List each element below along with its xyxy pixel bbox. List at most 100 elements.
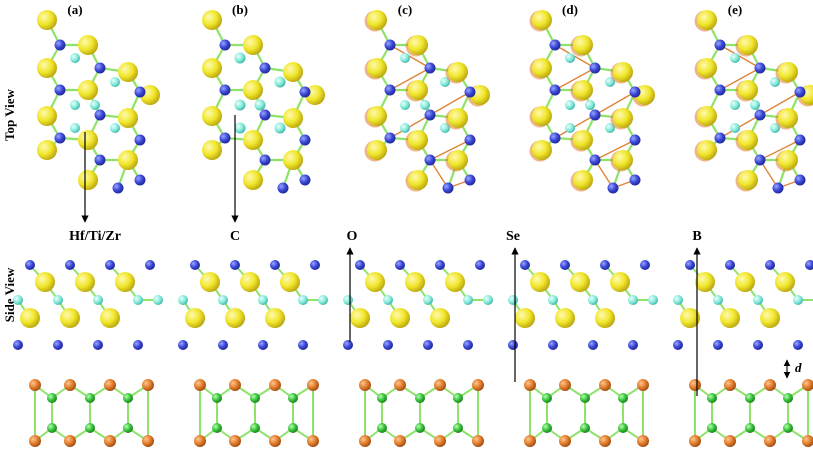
dopant-atom (343, 340, 353, 350)
substrate-orange-atom (142, 435, 154, 447)
metal-atom (78, 80, 98, 100)
metal-atom (448, 108, 468, 128)
carbon-atom (730, 123, 740, 133)
metal-atom (200, 272, 220, 292)
substrate-green-atom (212, 423, 222, 433)
dopant-atom (423, 340, 433, 350)
dopant-atom (105, 260, 115, 270)
metal-atom (573, 80, 593, 100)
dopant-atom (219, 84, 231, 96)
substrate-green-atom (123, 393, 133, 403)
metal-atom (78, 130, 98, 150)
dopant-atom (754, 62, 766, 74)
metal-atom (610, 272, 630, 292)
metal-atom (365, 272, 385, 292)
dopant-atom (435, 260, 445, 270)
metal-atom (75, 272, 95, 292)
metal-atom (37, 106, 57, 126)
carbon-atom (588, 295, 598, 305)
carbon-atom (318, 295, 328, 305)
row-label-top-view: Top View (2, 88, 17, 141)
carbon-atom (548, 295, 558, 305)
carbon-atom (234, 99, 246, 111)
substrate-green-atom (453, 423, 463, 433)
bond (429, 91, 471, 116)
metal-atom (408, 130, 428, 150)
carbon-atom (13, 295, 23, 305)
metal-atom (532, 140, 552, 160)
dopant-atom (270, 260, 280, 270)
dopant-atom (794, 86, 806, 98)
dopant-atom (54, 132, 66, 144)
dopant-atom (133, 340, 143, 350)
substrate-green-atom (47, 423, 57, 433)
metal-atom (243, 35, 263, 55)
dopant-atom (219, 132, 231, 144)
carbon-atom (713, 295, 723, 305)
metal-atom (283, 108, 303, 128)
dopant-atom (383, 340, 393, 350)
metal-atom (778, 150, 798, 170)
substrate-green-atom (85, 423, 95, 433)
dopant-atom (134, 134, 146, 146)
metal-atom (738, 35, 758, 55)
substrate-orange-atom (269, 379, 281, 391)
dopant-atom (299, 86, 311, 98)
species-label-c: C (230, 229, 240, 244)
dopant-atom (589, 109, 601, 121)
metal-atom (570, 272, 590, 292)
bond (594, 139, 636, 161)
dopant-atom (714, 39, 726, 51)
bond (719, 44, 761, 69)
dopant-atom (685, 260, 695, 270)
metal-atom (778, 62, 798, 82)
metal-atom (20, 308, 40, 328)
top-view-panel-e (694, 10, 813, 194)
substrate-green-atom (707, 393, 717, 403)
carbon-atom (70, 100, 80, 110)
bond (759, 159, 779, 189)
top-view-panel-c (364, 10, 490, 194)
carbon-atom (440, 123, 450, 133)
metal-atom (100, 308, 120, 328)
metal-atom (283, 150, 303, 170)
metal-atom (202, 10, 222, 30)
bond (719, 67, 761, 91)
carbon-atom (133, 295, 143, 305)
substrate-panel-a (29, 379, 154, 447)
substrate-green-atom (580, 423, 590, 433)
dopant-atom (442, 182, 454, 194)
dopant-atom (310, 260, 320, 270)
metal-atom (613, 108, 633, 128)
metal-atom (37, 10, 57, 30)
dopant-atom (65, 260, 75, 270)
panel-label-a: (a) (67, 2, 82, 17)
substrate-green-atom (123, 423, 133, 433)
substrate-green-atom (415, 423, 425, 433)
carbon-atom (110, 123, 120, 133)
dopant-atom (560, 260, 570, 270)
dopant-atom (793, 340, 803, 350)
substrate-green-atom (415, 393, 425, 403)
dopant-atom (112, 182, 124, 194)
substrate-green-atom (783, 423, 793, 433)
dopant-atom (424, 154, 436, 166)
substrate-orange-atom (229, 435, 241, 447)
metal-atom (738, 170, 758, 190)
carbon-atom (298, 295, 308, 305)
substrate-orange-atom (472, 379, 484, 391)
top-view-structures (37, 10, 813, 194)
dopant-atom (94, 62, 106, 74)
dopant-atom (178, 340, 188, 350)
substrate-orange-atom (29, 379, 41, 391)
carbon-atom (70, 123, 80, 133)
dopant-atom (713, 340, 723, 350)
dopant-atom (424, 109, 436, 121)
metal-atom (350, 308, 370, 328)
metal-atom (118, 62, 138, 82)
substrate-orange-atom (194, 435, 206, 447)
dopant-atom (13, 340, 23, 350)
dopant-atom (549, 132, 561, 144)
metal-atom (202, 58, 222, 78)
dopant-atom (464, 86, 476, 98)
